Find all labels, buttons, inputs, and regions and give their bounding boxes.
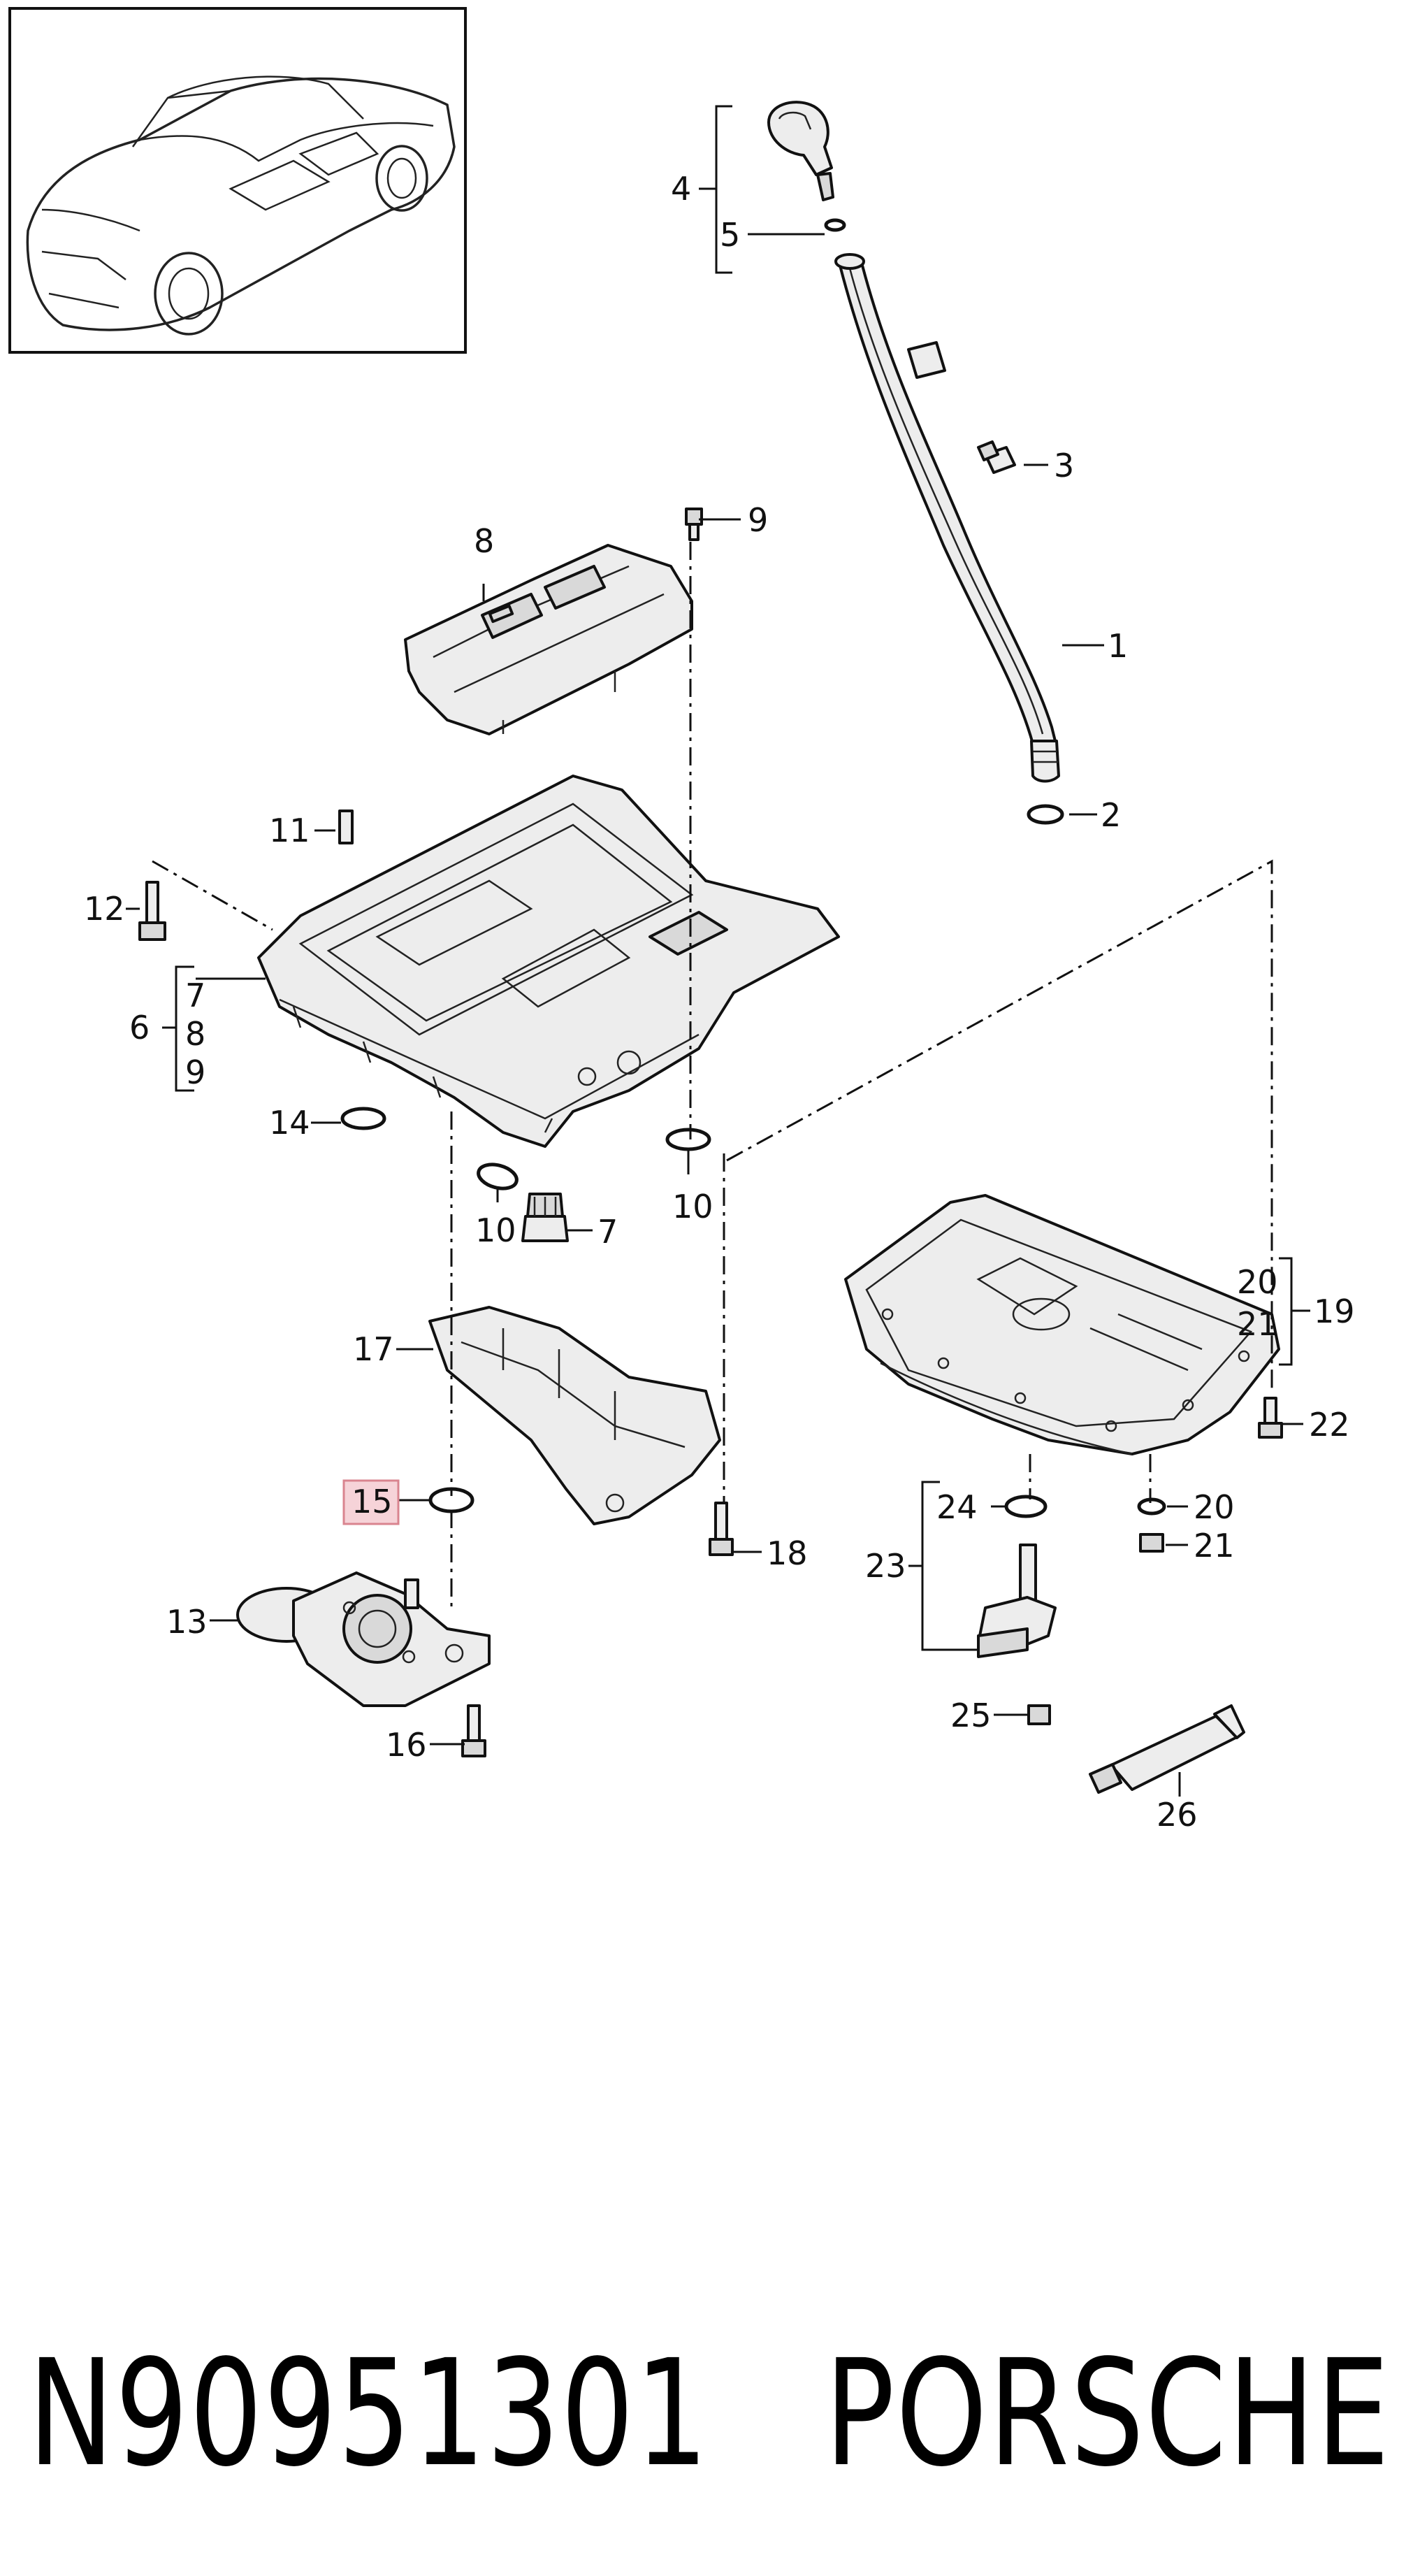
oil-level-sensor	[977, 1544, 1057, 1658]
dowel-pin-11	[338, 810, 354, 844]
seal-10a	[477, 1163, 519, 1190]
callout-17: 17	[353, 1330, 394, 1368]
dipstick-handle	[767, 101, 834, 201]
callout-labels: 1 2 3 4 5 6 7 8 9 8 9 7 10 10 11 12 13 1…	[84, 170, 1355, 1834]
baffle-cover	[404, 544, 693, 735]
callout-3: 3	[1054, 447, 1074, 484]
callout-20: 20	[1194, 1488, 1235, 1526]
bolt-22	[1258, 1397, 1283, 1439]
callout-16: 16	[386, 1726, 427, 1764]
bolt-12	[138, 881, 166, 941]
seal-10b	[665, 1128, 711, 1151]
callout-11: 11	[269, 812, 310, 849]
oil-pan-lower	[844, 1194, 1280, 1455]
o-ring-14	[340, 1107, 386, 1130]
callout-2: 2	[1101, 796, 1121, 834]
callout-24: 24	[936, 1488, 978, 1526]
bolt-18	[709, 1502, 734, 1556]
bolt-16	[461, 1704, 486, 1757]
callout-1: 1	[1108, 627, 1128, 665]
bracket-17	[428, 1306, 721, 1525]
nut-25	[1027, 1704, 1051, 1725]
callout-7-list: 7	[185, 977, 205, 1014]
brand-name: PORSCHE	[825, 2328, 1391, 2499]
bolt-9	[685, 508, 703, 541]
drain-plug-21	[1139, 1533, 1164, 1553]
callout-21-list: 21	[1237, 1305, 1278, 1343]
callout-12: 12	[84, 890, 125, 928]
seal-20	[1137, 1497, 1166, 1516]
o-ring-5	[824, 218, 846, 232]
callout-22: 22	[1309, 1406, 1350, 1444]
callout-14: 14	[269, 1104, 310, 1142]
o-ring-24	[1004, 1495, 1048, 1518]
oil-strainer-7	[521, 1193, 569, 1242]
callout-21: 21	[1194, 1527, 1235, 1564]
oil-pump	[236, 1571, 491, 1707]
callout-9-list: 9	[185, 1053, 205, 1091]
callout-8-list: 8	[185, 1015, 205, 1053]
bolt-3	[977, 440, 1016, 474]
callout-26: 26	[1157, 1796, 1198, 1834]
callout-8: 8	[474, 522, 494, 560]
callout-6: 6	[129, 1009, 150, 1046]
callout-10-right: 10	[672, 1188, 713, 1225]
o-ring-2	[1027, 804, 1064, 825]
callout-19: 19	[1314, 1293, 1355, 1330]
leader-lines	[126, 105, 1310, 1797]
callout-25: 25	[950, 1697, 992, 1734]
callout-20-list: 20	[1237, 1263, 1278, 1301]
callout-7: 7	[597, 1213, 618, 1251]
callout-13: 13	[166, 1603, 208, 1641]
callout-10-left: 10	[475, 1211, 516, 1249]
dipstick-guide-tube	[834, 253, 1060, 783]
callout-9: 9	[748, 501, 768, 539]
callout-23: 23	[865, 1547, 906, 1585]
vehicle-thumbnail	[8, 7, 467, 354]
callout-4: 4	[671, 170, 691, 208]
callout-15: 15	[352, 1483, 393, 1520]
callout-18: 18	[767, 1534, 808, 1572]
highlight-box	[342, 1479, 400, 1525]
part-number: N90951301	[28, 2328, 709, 2499]
assembly-lines	[152, 542, 1273, 1608]
sealant-tube	[1089, 1704, 1245, 1794]
oil-pan-upper	[257, 775, 840, 1148]
callout-5: 5	[720, 216, 740, 254]
